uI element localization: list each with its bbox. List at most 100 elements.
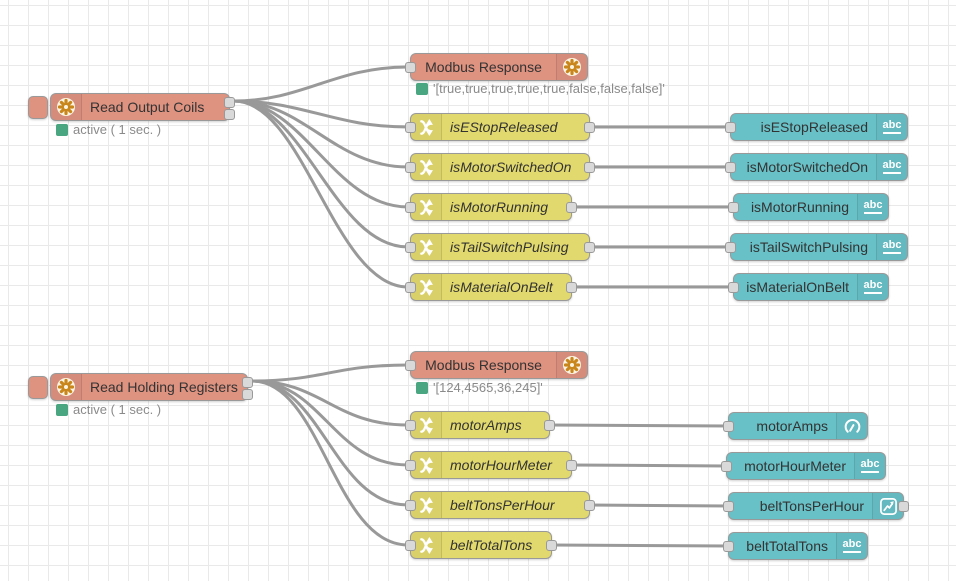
node-label: isEStopReleased	[760, 119, 868, 135]
wire[interactable]	[587, 503, 731, 508]
wire[interactable]	[233, 99, 409, 209]
output-port-1[interactable]	[224, 97, 235, 108]
node-change-isEStopReleased[interactable]: isEStopReleased	[405, 113, 595, 141]
node-label: isMotorRunning	[750, 199, 849, 215]
wire[interactable]	[233, 99, 409, 289]
input-port[interactable]	[725, 242, 736, 253]
input-port[interactable]	[728, 202, 739, 213]
node-ui-gauge-motorAmps[interactable]: motorAmps	[723, 412, 868, 440]
node-ui-text-isMotorSwitchedOn[interactable]: isMotorSwitchedOn abc	[725, 153, 908, 181]
node-label: isMaterialOnBelt	[746, 279, 849, 295]
node-change-isMotorRunning[interactable]: isMotorRunning	[405, 193, 577, 221]
output-port[interactable]	[546, 540, 557, 551]
output-port-2[interactable]	[242, 389, 253, 400]
output-port[interactable]	[584, 122, 595, 133]
input-port[interactable]	[405, 282, 416, 293]
node-ui-text-isMotorRunning[interactable]: isMotorRunning abc	[728, 193, 889, 221]
input-port[interactable]	[728, 282, 739, 293]
node-label: motorAmps	[450, 417, 522, 433]
node-modbus-response-coils[interactable]: Modbus Response	[405, 53, 588, 81]
wire[interactable]	[251, 379, 409, 507]
node-change-isTailSwitchPulsing[interactable]: isTailSwitchPulsing	[405, 233, 595, 261]
node-label: Modbus Response	[425, 59, 542, 75]
wire[interactable]	[233, 99, 409, 249]
input-port[interactable]	[405, 460, 416, 471]
input-port[interactable]	[405, 360, 416, 371]
input-port[interactable]	[405, 540, 416, 551]
node-label: isMotorSwitchedOn	[450, 159, 572, 175]
node-label: isTailSwitchPulsing	[450, 239, 569, 255]
abc-text-icon: abc	[854, 453, 885, 479]
node-status: active ( 1 sec. )	[56, 122, 161, 137]
abc-text-icon: abc	[836, 533, 867, 559]
abc-text-icon: abc	[876, 234, 907, 260]
input-port[interactable]	[405, 62, 416, 73]
output-port[interactable]	[898, 501, 909, 512]
input-port[interactable]	[723, 421, 734, 432]
node-change-isMaterialOnBelt[interactable]: isMaterialOnBelt	[405, 273, 577, 301]
output-port[interactable]	[544, 420, 555, 431]
node-label: Read Holding Registers	[90, 379, 238, 395]
input-port[interactable]	[405, 242, 416, 253]
wire[interactable]	[251, 379, 409, 547]
wire[interactable]	[569, 463, 729, 468]
output-port-2[interactable]	[224, 109, 235, 120]
node-read-holding-registers[interactable]: Read Holding Registers	[28, 373, 253, 401]
output-port[interactable]	[584, 162, 595, 173]
gauge-icon	[836, 413, 867, 439]
node-status: '[124,4565,36,245]'	[416, 380, 543, 395]
input-port[interactable]	[725, 122, 736, 133]
output-port[interactable]	[566, 202, 577, 213]
node-modbus-response-registers[interactable]: Modbus Response	[405, 351, 588, 379]
node-change-motorHourMeter[interactable]: motorHourMeter	[405, 451, 577, 479]
node-label: beltTotalTons	[450, 537, 533, 553]
output-port[interactable]	[566, 460, 577, 471]
swap-arrows-icon	[411, 532, 442, 558]
input-port[interactable]	[405, 500, 416, 511]
input-port[interactable]	[405, 162, 416, 173]
node-ui-text-motorHourMeter[interactable]: motorHourMeter abc	[721, 452, 886, 480]
node-ui-text-beltTotalTons[interactable]: beltTotalTons abc	[723, 532, 868, 560]
input-port[interactable]	[723, 541, 734, 552]
status-text: active ( 1 sec. )	[73, 122, 162, 137]
wire[interactable]	[549, 543, 731, 548]
input-port[interactable]	[723, 501, 734, 512]
node-change-beltTonsPerHour[interactable]: beltTonsPerHour	[405, 491, 595, 519]
wire[interactable]	[251, 379, 409, 467]
node-status: '[true,true,true,true,true,false,false,f…	[416, 81, 665, 96]
status-dot-icon	[416, 381, 428, 394]
status-dot-icon	[56, 123, 68, 136]
line-chart-icon	[872, 493, 903, 519]
node-ui-chart-beltTonsPerHour[interactable]: beltTonsPerHour	[723, 492, 909, 520]
input-port[interactable]	[721, 461, 732, 472]
swap-arrows-icon	[411, 452, 442, 478]
inject-button[interactable]	[28, 96, 48, 119]
wire[interactable]	[233, 65, 409, 103]
node-ui-text-isEStopReleased[interactable]: isEStopReleased abc	[725, 113, 908, 141]
input-port[interactable]	[405, 202, 416, 213]
abc-text-icon: abc	[876, 154, 907, 180]
abc-text-icon: abc	[876, 114, 907, 140]
inject-button[interactable]	[28, 376, 48, 399]
wire[interactable]	[251, 363, 409, 383]
modbus-flower-icon	[51, 374, 82, 400]
input-port[interactable]	[405, 122, 416, 133]
output-port[interactable]	[584, 242, 595, 253]
input-port[interactable]	[405, 420, 416, 431]
node-change-beltTotalTons[interactable]: beltTotalTons	[405, 531, 557, 559]
node-change-motorAmps[interactable]: motorAmps	[405, 411, 555, 439]
status-dot-icon	[416, 82, 428, 95]
output-port-1[interactable]	[242, 377, 253, 388]
wire[interactable]	[547, 423, 731, 428]
input-port[interactable]	[725, 162, 736, 173]
node-read-output-coils[interactable]: Read Output Coils	[28, 93, 235, 121]
node-label: isMotorRunning	[450, 199, 549, 215]
output-port[interactable]	[584, 500, 595, 511]
node-change-isMotorSwitchedOn[interactable]: isMotorSwitchedOn	[405, 153, 595, 181]
output-port[interactable]	[566, 282, 577, 293]
abc-text-icon: abc	[857, 194, 888, 220]
node-ui-text-isTailSwitchPulsing[interactable]: isTailSwitchPulsing abc	[725, 233, 908, 261]
node-ui-text-isMaterialOnBelt[interactable]: isMaterialOnBelt abc	[728, 273, 889, 301]
